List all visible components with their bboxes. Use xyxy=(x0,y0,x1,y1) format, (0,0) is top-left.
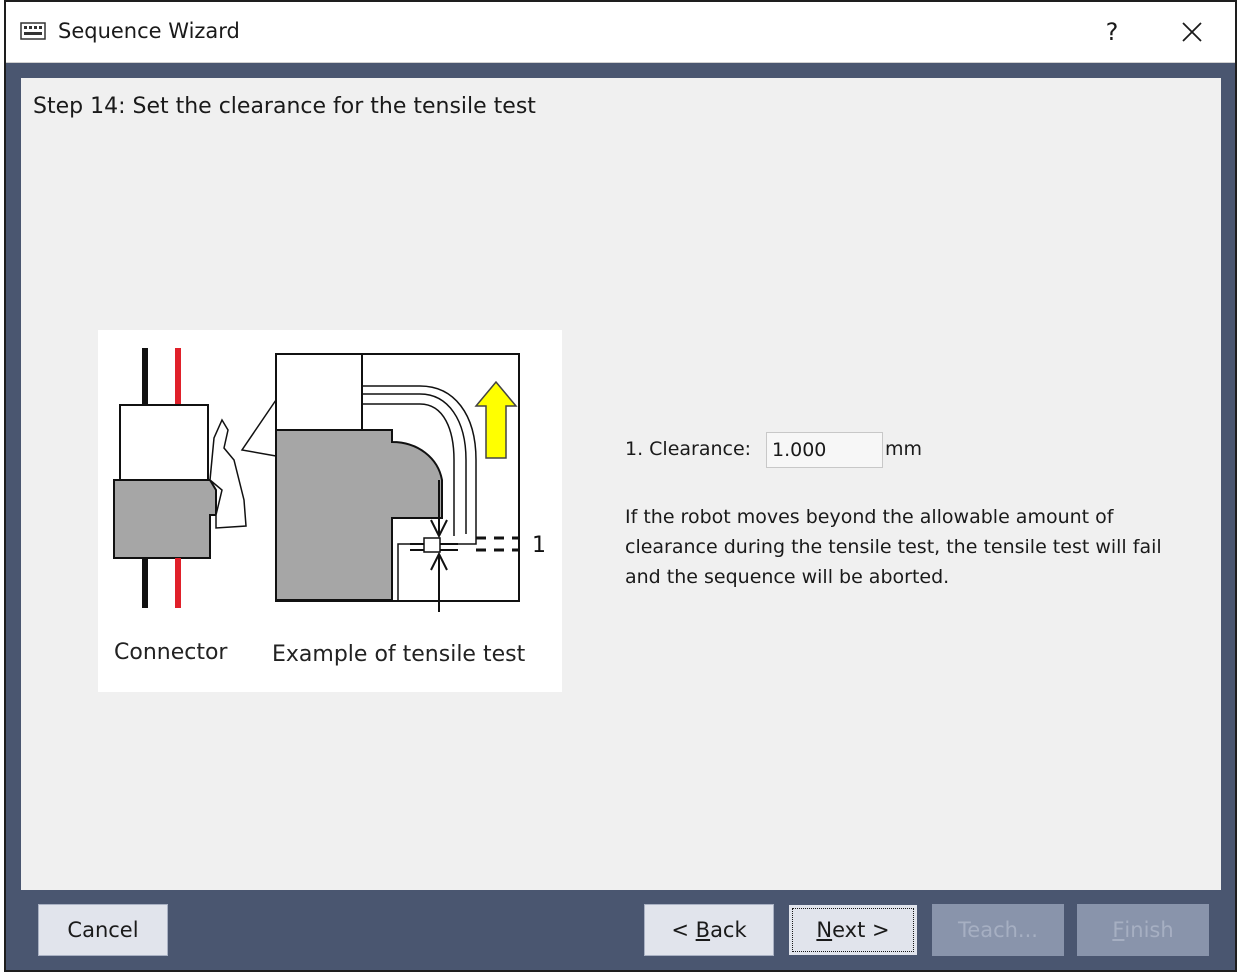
next-mnemonic: N xyxy=(816,918,833,942)
wizard-content-panel: Step 14: Set the clearance for the tensi… xyxy=(21,78,1221,890)
clearance-label: 1. Clearance: xyxy=(625,438,752,460)
dimension-label: 1 xyxy=(532,533,546,558)
clearance-unit: mm xyxy=(885,438,923,460)
tensile-test-illustration: 1 Connector Example of tensile test xyxy=(98,330,562,692)
title-bar: Sequence Wizard ? xyxy=(6,2,1235,63)
teach-button[interactable]: Teach... xyxy=(932,904,1064,956)
window-title: Sequence Wizard xyxy=(58,19,240,43)
connector-caption: Connector xyxy=(114,640,228,665)
next-rest: ext > xyxy=(832,918,890,942)
cancel-button[interactable]: Cancel xyxy=(38,904,168,956)
sequence-wizard-window: Sequence Wizard ? Step 14: Set the clear… xyxy=(4,0,1237,972)
clearance-input[interactable] xyxy=(766,432,883,468)
back-prefix: < xyxy=(671,918,696,942)
tensile-test-diagram: 1 xyxy=(113,348,546,612)
back-rest: ack xyxy=(710,918,747,942)
keyboard-icon xyxy=(20,22,46,40)
finish-mnemonic: F xyxy=(1112,918,1125,942)
back-mnemonic: B xyxy=(695,918,711,942)
close-icon xyxy=(1182,22,1202,42)
example-caption: Example of tensile test xyxy=(272,642,526,667)
finish-rest: inish xyxy=(1124,918,1174,942)
help-button[interactable]: ? xyxy=(1105,18,1119,46)
close-button[interactable] xyxy=(1170,10,1214,54)
clearance-info-text: If the robot moves beyond the allowable … xyxy=(625,506,1162,588)
step-title: Step 14: Set the clearance for the tensi… xyxy=(33,94,536,119)
